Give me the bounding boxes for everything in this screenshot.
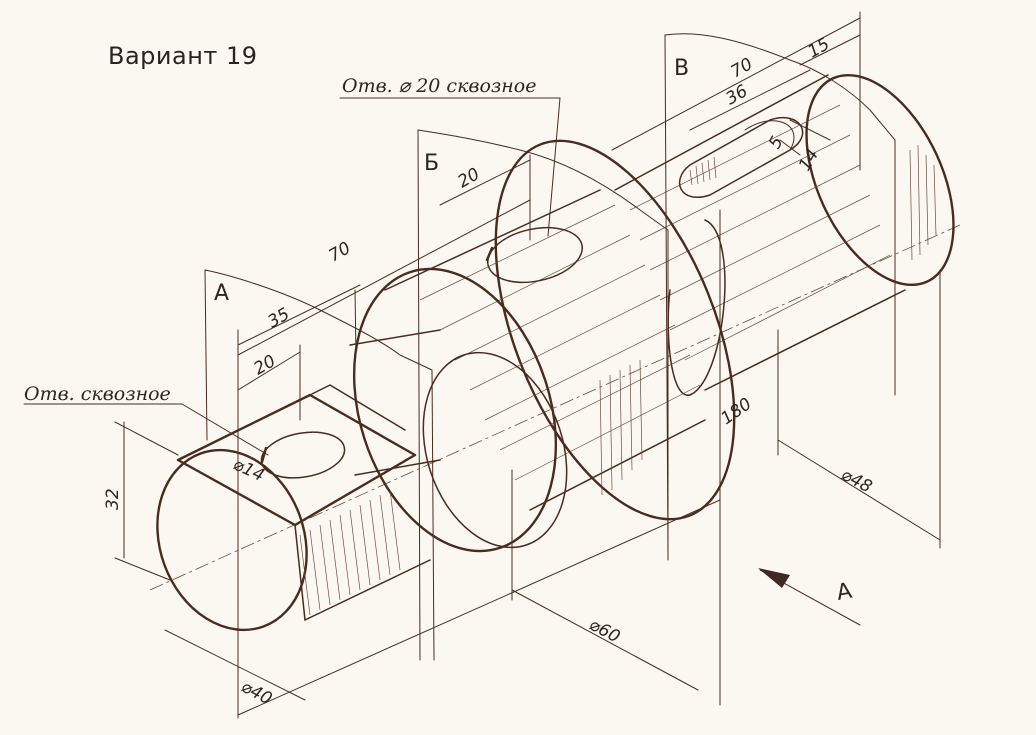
dim-180: 180 bbox=[717, 394, 755, 429]
dim-20-left: 20 bbox=[251, 351, 280, 379]
right-end-face bbox=[805, 73, 955, 287]
dim-5: 5 bbox=[765, 133, 788, 152]
note-hole-d20: Отв. ⌀ 20 сквозное bbox=[342, 75, 536, 97]
dim-d48: ⌀48 bbox=[838, 465, 876, 498]
dim-15: 15 bbox=[805, 34, 834, 62]
section-label-a: А bbox=[214, 281, 229, 306]
leader-hole-through bbox=[23, 403, 269, 456]
left-shaft bbox=[156, 384, 431, 632]
dim-20-mid: 20 bbox=[455, 164, 484, 192]
leader-hole-d20 bbox=[339, 97, 561, 237]
section-plane-a bbox=[204, 269, 435, 661]
flat-face bbox=[176, 393, 417, 527]
dim-d40: ⌀40 bbox=[238, 677, 276, 710]
keyway-slot bbox=[679, 117, 804, 198]
right-cylinder bbox=[614, 73, 955, 391]
flange-right-face bbox=[494, 139, 736, 521]
left-flange bbox=[349, 267, 568, 553]
section-label-b: Б bbox=[424, 151, 439, 176]
dim-36: 36 bbox=[723, 81, 752, 109]
middle-cylinder bbox=[384, 139, 736, 521]
axis-centerline bbox=[149, 224, 961, 591]
variant-title: Вариант 19 bbox=[108, 42, 258, 70]
hole-d14 bbox=[260, 431, 346, 479]
dim-70-left: 70 bbox=[326, 238, 355, 266]
flange-bore bbox=[422, 351, 568, 549]
dim-32: 32 bbox=[103, 488, 123, 510]
section-plane-b bbox=[417, 129, 669, 661]
dim-14-slot: 14 bbox=[795, 146, 823, 175]
note-hole-through: Отв. сквозное bbox=[24, 383, 171, 405]
dim-d60: ⌀60 bbox=[586, 615, 624, 648]
left-end-face bbox=[156, 448, 308, 632]
dimension-lines bbox=[23, 11, 941, 719]
view-arrow-head bbox=[758, 568, 790, 588]
section-label-v: В bbox=[674, 56, 689, 81]
view-label-a: А bbox=[835, 579, 854, 606]
dim-70-top: 70 bbox=[728, 54, 757, 82]
